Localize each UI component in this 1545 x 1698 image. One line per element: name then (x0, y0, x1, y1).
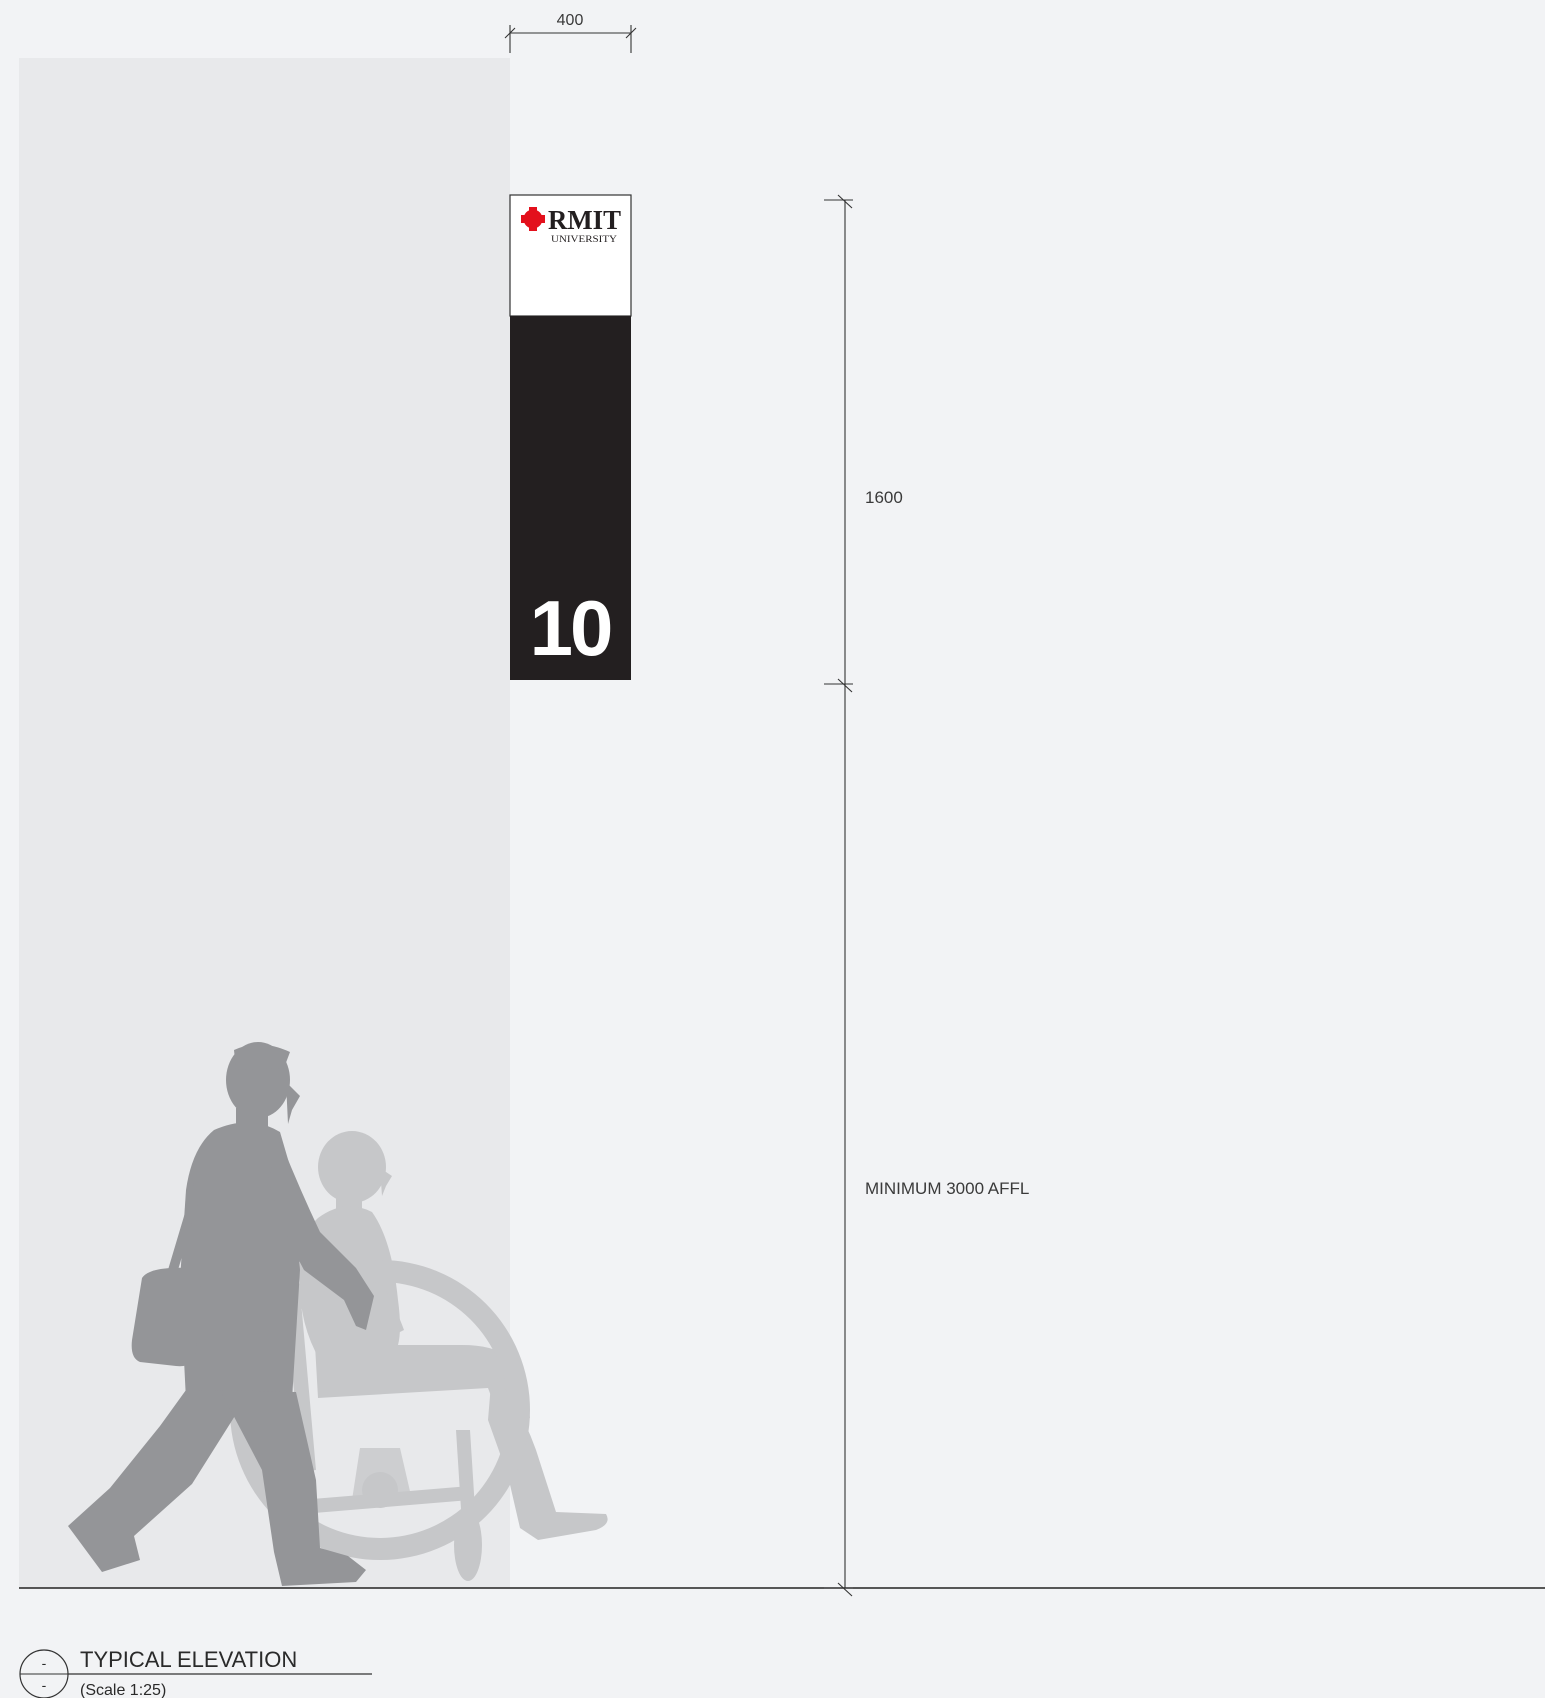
sign-number-panel (510, 316, 631, 680)
sign-height-label: 1600 (865, 488, 903, 507)
level-number: 10 (530, 584, 611, 672)
rmit-logo-mark (521, 207, 545, 231)
drawing-title: TYPICAL ELEVATION (80, 1647, 297, 1672)
width-dimension-label: 400 (557, 12, 584, 29)
mount-height-label: MINIMUM 3000 AFFL (865, 1179, 1029, 1198)
rmit-logo-subtitle: UNIVERSITY (551, 235, 617, 245)
rmit-logo-wordmark: RMIT (548, 205, 621, 235)
walking-person-figure (68, 1042, 374, 1586)
wheelchair-user-figure (229, 1131, 608, 1581)
title-block: - - TYPICAL ELEVATION (Scale 1:25) (19, 1647, 372, 1698)
section-reference-bottom: - (42, 1677, 47, 1693)
rmit-logo: RMIT UNIVERSITY (521, 205, 621, 245)
sign: RMIT UNIVERSITY 10 (509, 194, 632, 680)
drawing-scale: (Scale 1:25) (80, 1682, 166, 1698)
section-reference-top: - (42, 1655, 47, 1671)
width-dimension (504, 25, 637, 53)
height-dimension-line (824, 194, 853, 1597)
